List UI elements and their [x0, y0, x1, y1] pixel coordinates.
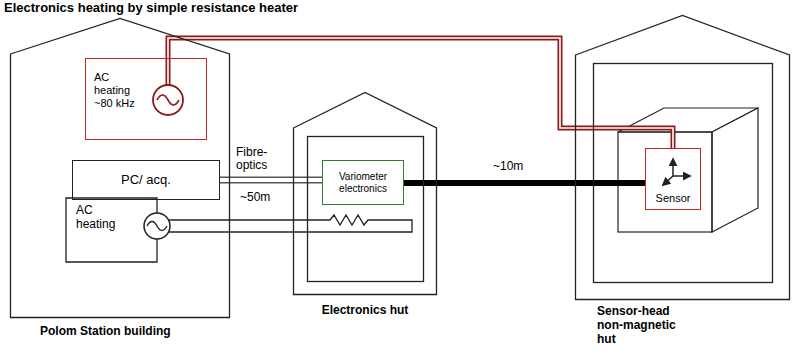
box-label: Sensor	[656, 192, 691, 205]
connector-line	[168, 38, 673, 148]
source-label: AC heating	[76, 203, 130, 231]
sensor-hut: Sensor-head non-magnetic hutSensor	[575, 15, 790, 300]
resistor-heater-wire	[169, 215, 413, 232]
heating-wire-stub-core	[167, 58, 169, 85]
axis-arrow	[663, 176, 673, 185]
ac-source-symbol	[153, 85, 183, 115]
building-label: Polom Station building	[40, 324, 210, 338]
distance-label: ~50m	[240, 190, 270, 204]
connector-line	[220, 177, 322, 184]
heating-wire	[168, 38, 673, 148]
sensor-box: Sensor	[645, 148, 701, 210]
box-label: PC/ acq.	[121, 172, 171, 188]
house-outline	[575, 15, 790, 300]
box-label: AC heating ~80 kHz	[94, 71, 142, 110]
process-box: PC/ acq.	[72, 160, 220, 200]
building-label: Electronics hut	[293, 303, 437, 317]
connector-label: Fibre-optics	[236, 146, 286, 172]
supply-wire	[66, 198, 157, 262]
ac-source-symbol	[144, 213, 170, 239]
sine-symbol	[147, 222, 167, 231]
electronics-hut: Electronics hutVariometer electronics	[293, 92, 437, 295]
heating-source-box: AC heating ~80 kHz	[85, 58, 207, 140]
station-building: Polom Station buildingAC heating ~80 kHz…	[10, 18, 230, 318]
axis-arrow	[672, 159, 674, 176]
connector-core	[220, 178, 322, 182]
inner-wall	[594, 64, 773, 283]
fibre-optic-link	[220, 180, 322, 181]
axis-arrow	[673, 175, 690, 177]
electronics-box: Variometer electronics	[322, 160, 404, 205]
house-wall	[294, 93, 437, 295]
enclosure-side	[712, 108, 758, 232]
sine-symbol	[157, 95, 179, 105]
inner-wall	[308, 137, 424, 282]
box-label: Variometer electronics	[327, 171, 399, 195]
house-wall	[576, 16, 790, 300]
connector-line	[404, 180, 645, 186]
connector-core	[168, 38, 673, 148]
house-wall	[11, 19, 230, 318]
house-outline	[10, 18, 230, 318]
sensor-cable	[404, 183, 645, 184]
heating-wire-stub	[166, 58, 171, 85]
diagram-title: Electronics heating by simple resistance…	[4, 0, 298, 15]
connector-label: ~10m	[493, 160, 523, 173]
building-label: Sensor-head non-magnetic hut	[597, 304, 692, 346]
